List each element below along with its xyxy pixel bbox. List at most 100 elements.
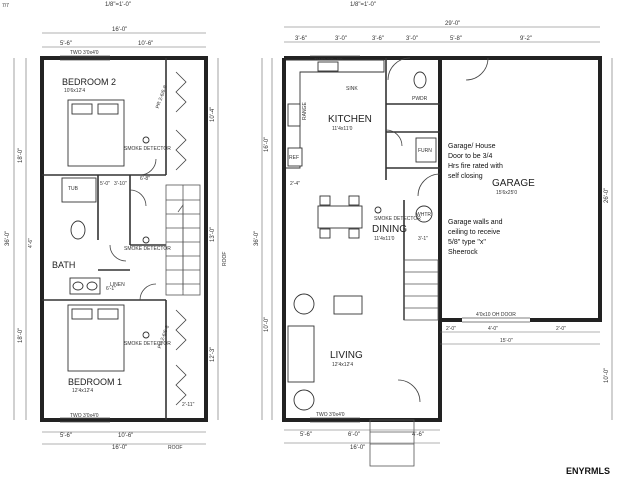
garage-dim-2: 4'-0" (488, 326, 498, 332)
window-bottom-label: TWO 3'0x4'0 (70, 413, 99, 419)
closet-dim-5: 2'-11" (182, 402, 195, 408)
door-swing (129, 189, 147, 207)
dim-right-2: 13'-0" (210, 227, 216, 242)
dim-bottom-3: 4'-6" (412, 432, 424, 438)
refrigerator-label: REF (289, 155, 299, 161)
note-line: Hrs fire rated with (448, 163, 503, 170)
dim-right-lower: 10'-0" (604, 368, 610, 383)
smoke-detector-icon (374, 206, 382, 214)
pillow (97, 308, 119, 320)
note-line: Garage/ House (448, 143, 496, 150)
chair (348, 195, 360, 206)
closet-bifold (175, 364, 187, 406)
dim-seg-2: 3'-0" (335, 36, 347, 42)
dining-table (317, 205, 363, 229)
stair (403, 259, 439, 321)
note-line: Garage walls and (448, 219, 503, 226)
whtr-label: WHTR (416, 212, 431, 218)
bedroom1-name: BEDROOM 1 (68, 377, 122, 387)
range-icon (287, 103, 301, 127)
watermark: ENYRMLS (566, 466, 610, 476)
note-line: Sheerock (448, 249, 478, 256)
roof-side-label: ROOF (222, 252, 228, 266)
closet-dim-1: 5'-0" (100, 181, 110, 187)
pillow (97, 103, 119, 115)
bath-dim: 4'-6" (28, 238, 34, 248)
kitchen-name: KITCHEN (328, 114, 372, 125)
dim-bottom-overall: 16'-0" (112, 445, 127, 451)
dim-left-1: 16'-0" (264, 137, 270, 152)
bedroom2-size: 10'6x12'4 (64, 88, 85, 94)
pillow (71, 103, 93, 115)
chair (348, 228, 360, 239)
linen-label: LINEN (110, 282, 125, 288)
closet-dim-2: 3'-10" (114, 181, 127, 187)
dim-3-1: 3'-1" (418, 236, 428, 242)
dim-seg-1: 3'-6" (295, 36, 307, 42)
dim-top-overall: 16'-0" (112, 27, 127, 33)
closet-dim-3: 6'-8" (140, 176, 150, 182)
second-floor-plan: 16'-0" 5'-6" 10'-6" 36'-0" 18'-0" 18'-0"… (5, 27, 228, 451)
dim-bottom-left: 5'-6" (60, 433, 72, 439)
dim-bottom-2: 6'-0" (348, 432, 360, 438)
left-scale-label: 1/8"=1'-0" (105, 2, 131, 8)
garage-size: 15'6x25'0 (496, 190, 517, 196)
dim-bottom-overall: 16'-0" (350, 445, 365, 451)
dim-bottom-right: 10'-6" (118, 433, 133, 439)
garage-name: GARAGE (492, 178, 535, 189)
garage-dim-4: 15'-0" (500, 338, 513, 344)
water-heater-icon (415, 205, 433, 223)
smoke-detector-icon (142, 136, 150, 144)
door-swing (109, 244, 127, 262)
garage-door-label: 4'0x10 OH DOOR (476, 312, 516, 318)
first-floor-plan: 29'-0" 3'-6" 3'-0" 3'-6" 3'-0" 5'-8" 9'-… (254, 21, 613, 467)
sink (72, 281, 84, 291)
dim-2-4: 2'-4" (290, 181, 300, 187)
house-exterior-wall (282, 56, 442, 422)
bedroom1-size: 12'4x12'4 (72, 388, 93, 394)
smoke-detector-icon (142, 331, 150, 339)
stair-arrow (177, 203, 184, 290)
dim-right-overall: 26'-0" (604, 188, 610, 203)
dim-left-overall: 36'-0" (5, 231, 11, 246)
window-living-label: TWO 3'0x4'0 (316, 412, 345, 418)
living-name: LIVING (330, 350, 363, 361)
garage-exterior-wall (440, 56, 602, 322)
door-swing (465, 57, 489, 81)
garage-dim-1: 2'-0" (446, 326, 456, 332)
side-table (293, 293, 315, 315)
sink (86, 281, 98, 291)
dim-left-overall: 36'-0" (254, 231, 260, 246)
dim-seg-4: 3'-0" (406, 36, 418, 42)
garage-wall-note: Garage walls and ceiling to receive 5/8"… (448, 219, 503, 256)
toilet (413, 71, 427, 89)
door-swing (139, 283, 157, 301)
door-swing (385, 129, 403, 147)
sink-label: SINK (346, 86, 358, 92)
window-top-label: TWO 3'0x4'0 (70, 50, 99, 56)
note-line: self closing (448, 173, 483, 180)
dining-name: DINING (372, 224, 407, 235)
dim-top-right: 10'-6" (138, 41, 153, 47)
dim-left-lower: 18'-0" (18, 328, 24, 343)
dining-size: 11'4x11'0 (374, 236, 395, 242)
pillow (71, 308, 93, 320)
range-label: RANGE (302, 102, 308, 120)
dim-seg-6: 9'-2" (520, 36, 532, 42)
dim-bottom-1: 5'-6" (300, 432, 312, 438)
side-table (293, 389, 315, 411)
right-scale-label: 1/8"=1'-0" (350, 2, 376, 8)
smoke-label: SMOKE DETECTOR (374, 216, 421, 222)
note-line: Door to be 3/4 (448, 153, 492, 160)
kitchen-size: 11'4x11'0 (332, 126, 353, 132)
bath-label: BATH (52, 260, 75, 270)
roof-bottom-label: ROOF (168, 445, 182, 451)
dim-seg-5: 5'-8" (450, 36, 462, 42)
sink-icon (317, 61, 339, 72)
dim-right-1: 10'-4" (210, 107, 216, 122)
door-swing (387, 57, 411, 81)
note-line: ceiling to receive (448, 229, 500, 236)
exterior-wall (40, 56, 208, 422)
tub-label: TUB (68, 186, 79, 192)
